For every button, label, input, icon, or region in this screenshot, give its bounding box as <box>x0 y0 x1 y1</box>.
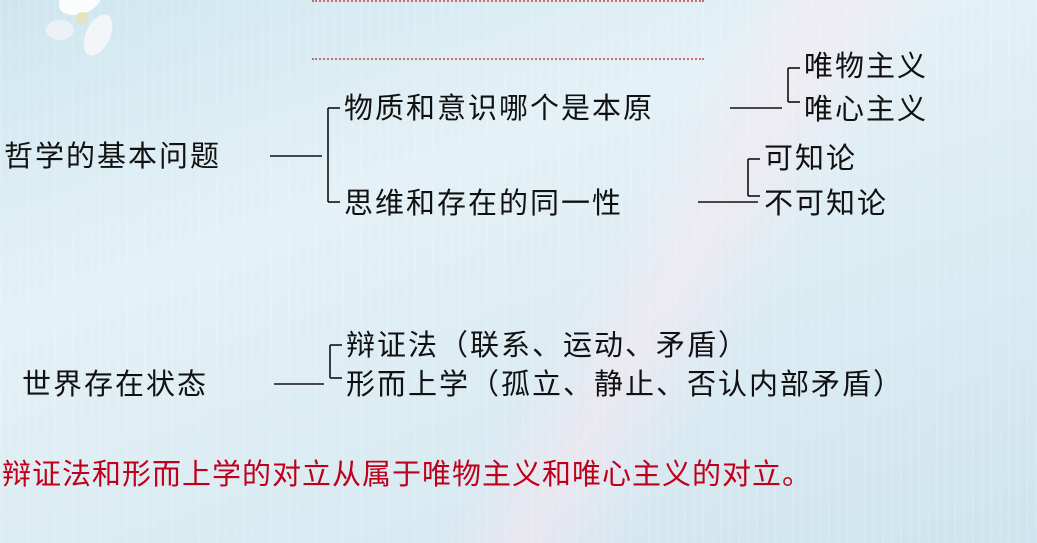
dotted-rule-top <box>312 0 704 2</box>
leaf-knowability: 可知论 <box>764 141 858 175</box>
tree1-root: 哲学的基本问题 <box>4 139 222 173</box>
tree2-root: 世界存在状态 <box>22 367 209 401</box>
leaf-agnosticism: 不可知论 <box>764 186 889 220</box>
tree1-branch-b: 思维和存在的同一性 <box>344 186 624 220</box>
tree1-branch-a: 物质和意识哪个是本原 <box>344 91 655 125</box>
leaf-idealism: 唯心主义 <box>804 92 929 126</box>
leaf-materialism: 唯物主义 <box>804 49 929 83</box>
summary-statement: 辩证法和形而上学的对立从属于唯物主义和唯心主义的对立。 <box>2 457 813 491</box>
flower-decoration <box>46 0 113 56</box>
dotted-rule <box>312 58 704 60</box>
tree2-branch-metaphysics: 形而上学（孤立、静止、否认内部矛盾） <box>346 367 905 401</box>
tree2-branch-dialectics: 辩证法（联系、运动、矛盾） <box>346 328 750 362</box>
